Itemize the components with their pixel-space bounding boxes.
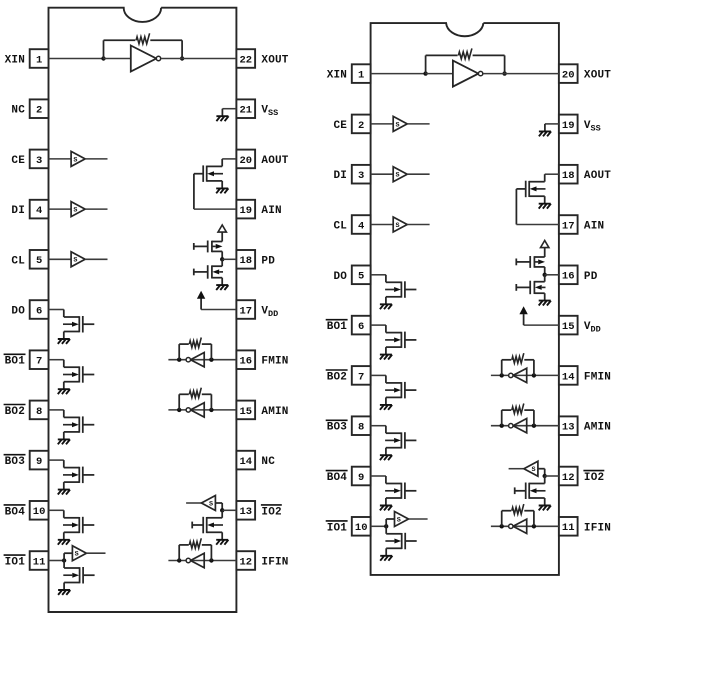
svg-text:18: 18: [239, 255, 252, 267]
svg-text:11: 11: [33, 556, 46, 568]
svg-text:12: 12: [239, 556, 252, 568]
svg-text:PD: PD: [261, 255, 275, 267]
svg-text:2: 2: [36, 105, 42, 117]
svg-text:11: 11: [562, 522, 575, 534]
svg-text:XOUT: XOUT: [584, 70, 611, 82]
svg-text:BO2: BO2: [5, 406, 25, 418]
svg-text:S: S: [73, 257, 77, 265]
svg-text:BO1: BO1: [5, 356, 26, 368]
svg-text:FMIN: FMIN: [261, 356, 288, 368]
svg-text:BO1: BO1: [327, 321, 348, 333]
svg-text:17: 17: [562, 220, 575, 232]
svg-text:PD: PD: [584, 271, 598, 283]
svg-text:BO3: BO3: [5, 456, 26, 468]
svg-text:8: 8: [358, 422, 364, 434]
svg-text:17: 17: [239, 305, 252, 317]
svg-text:AMIN: AMIN: [584, 422, 611, 434]
svg-text:14: 14: [239, 456, 252, 468]
svg-text:CE: CE: [333, 120, 347, 132]
svg-text:AIN: AIN: [584, 221, 604, 233]
svg-text:DO: DO: [333, 271, 347, 283]
svg-text:NC: NC: [261, 456, 275, 468]
svg-text:20: 20: [239, 155, 252, 167]
svg-text:4: 4: [36, 205, 42, 217]
svg-text:13: 13: [562, 422, 575, 434]
svg-text:IO1: IO1: [5, 557, 26, 569]
svg-text:8: 8: [36, 406, 42, 418]
svg-text:5: 5: [36, 255, 42, 267]
svg-text:VDD: VDD: [261, 306, 278, 320]
svg-text:IO1: IO1: [327, 522, 348, 534]
svg-text:CE: CE: [11, 155, 25, 167]
svg-text:CL: CL: [11, 255, 25, 267]
svg-text:16: 16: [562, 271, 575, 283]
svg-text:IFIN: IFIN: [261, 557, 288, 569]
svg-text:6: 6: [36, 305, 42, 317]
svg-text:AIN: AIN: [261, 205, 281, 217]
svg-text:VSS: VSS: [584, 120, 601, 133]
svg-text:18: 18: [562, 170, 575, 182]
svg-text:S: S: [395, 172, 399, 180]
svg-text:S: S: [395, 222, 399, 230]
svg-text:6: 6: [358, 321, 364, 333]
svg-text:S: S: [73, 207, 77, 215]
svg-text:7: 7: [358, 371, 364, 383]
svg-text:DI: DI: [11, 205, 25, 217]
svg-text:AMIN: AMIN: [261, 406, 288, 418]
svg-text:5: 5: [358, 271, 364, 283]
svg-text:BO3: BO3: [327, 422, 348, 434]
svg-text:13: 13: [239, 506, 252, 518]
svg-text:XIN: XIN: [5, 55, 25, 67]
svg-text:IFIN: IFIN: [584, 522, 611, 534]
svg-text:3: 3: [36, 155, 42, 167]
svg-text:DO: DO: [11, 306, 25, 318]
svg-text:9: 9: [36, 456, 42, 468]
svg-text:12: 12: [562, 472, 575, 484]
svg-text:19: 19: [239, 205, 252, 217]
svg-text:VDD: VDD: [584, 321, 601, 335]
svg-text:3: 3: [358, 170, 364, 182]
svg-text:BO4: BO4: [5, 506, 26, 518]
svg-text:AOUT: AOUT: [261, 155, 288, 167]
svg-text:1: 1: [358, 70, 364, 82]
svg-text:14: 14: [562, 371, 575, 383]
svg-text:S: S: [532, 466, 536, 474]
svg-text:15: 15: [562, 321, 575, 333]
svg-text:IO2: IO2: [261, 506, 281, 518]
svg-text:CL: CL: [333, 221, 347, 233]
svg-text:2: 2: [358, 120, 364, 132]
svg-text:S: S: [397, 516, 401, 524]
svg-text:21: 21: [239, 105, 252, 117]
svg-text:VSS: VSS: [261, 105, 278, 119]
svg-text:15: 15: [239, 406, 252, 418]
svg-text:NC: NC: [11, 105, 25, 117]
svg-text:7: 7: [36, 356, 42, 368]
svg-text:S: S: [73, 156, 77, 164]
svg-text:XIN: XIN: [327, 70, 347, 82]
svg-text:AOUT: AOUT: [584, 170, 611, 182]
svg-text:1: 1: [36, 54, 42, 66]
svg-text:FMIN: FMIN: [584, 371, 611, 383]
svg-text:10: 10: [355, 522, 368, 534]
svg-text:20: 20: [562, 70, 575, 82]
svg-text:XOUT: XOUT: [261, 55, 288, 67]
svg-text:S: S: [209, 500, 213, 508]
svg-text:10: 10: [33, 506, 46, 518]
svg-text:19: 19: [562, 120, 575, 132]
svg-text:S: S: [75, 551, 79, 559]
svg-text:22: 22: [239, 54, 252, 66]
svg-text:4: 4: [358, 220, 364, 232]
svg-text:DI: DI: [333, 170, 347, 182]
svg-text:BO4: BO4: [327, 472, 348, 484]
svg-text:BO2: BO2: [327, 371, 347, 383]
svg-text:S: S: [395, 121, 399, 129]
svg-text:9: 9: [358, 472, 364, 484]
svg-text:16: 16: [239, 356, 252, 368]
svg-text:IO2: IO2: [584, 472, 604, 484]
